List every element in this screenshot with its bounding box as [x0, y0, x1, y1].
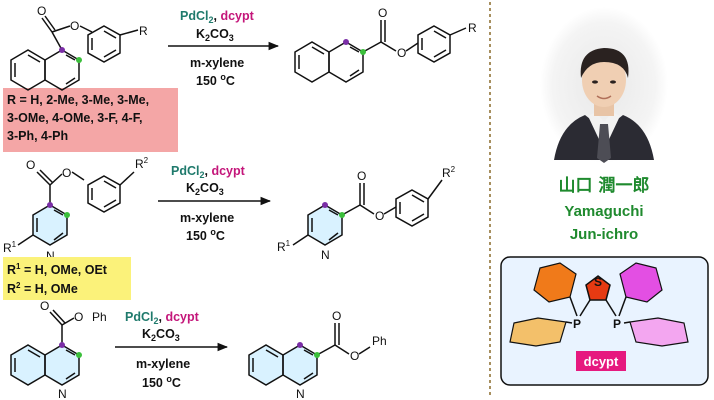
substrate-3-phenyl: Ph [92, 310, 107, 324]
ligand-box: S P P dcypt [500, 256, 709, 386]
product-2-purple-dot [322, 202, 328, 208]
substrate-2-r2: R2 [135, 156, 149, 171]
substrate-1-green-dot [76, 57, 82, 63]
person-name-family: Yamaguchi [564, 203, 643, 220]
scope-1-line-2: 3-OMe, 4-OMe, 3-F, 4-F, [7, 111, 142, 125]
scope-box-1 [3, 88, 178, 152]
bond-c-p-left [579, 299, 591, 317]
substrate-2-r1: R1 [3, 240, 17, 255]
scope-1-line-3: 3-Ph, 4-Ph [7, 129, 68, 143]
product-2-nitrogen: N [321, 248, 330, 262]
portrait-mouth [596, 95, 612, 100]
substrate-3-green-dot [76, 352, 82, 358]
bond-c-p-right [605, 299, 617, 317]
reaction-3: O O Ph N PdCl2, dcypt K2CO3 m-xylene 150… [10, 299, 387, 400]
product-2-green-dot [339, 212, 345, 218]
thiophene-ring [585, 275, 611, 301]
substrate-3-purple-dot [59, 342, 65, 348]
thiophene-sulfur: S [594, 275, 602, 289]
reaction-2: O O N R1 R2 R1 = H, OMe, OEt R2 = H, OMe… [3, 156, 456, 300]
cyclohexyl-pink [629, 317, 689, 347]
ligand-badge-label: dcypt [584, 354, 619, 369]
cyclohexyl-yellow [509, 317, 567, 347]
portrait-face [582, 53, 626, 107]
reaction-3-solvent: m-xylene [136, 357, 190, 371]
product-3-pyridine-fill [283, 345, 317, 385]
product-3-green-dot [314, 352, 320, 358]
product-3-carbonyl-o: O [332, 309, 341, 323]
portrait-left-eye [592, 80, 598, 84]
portrait [540, 7, 668, 163]
product-3-ester-o: O [350, 349, 359, 363]
substrate-1-structure [10, 15, 139, 91]
portrait-right-eye [610, 80, 616, 84]
substrate-1-purple-dot [59, 47, 65, 53]
product-1-r-group: R [468, 21, 477, 35]
product-1-ester-o: O [397, 46, 406, 60]
reaction-1: R = H, 2-Me, 3-Me, 3-Me, 3-OMe, 4-OMe, 3… [3, 4, 477, 152]
portrait-hair [580, 48, 629, 78]
reaction-1-catalyst: PdCl2, dcypt [180, 9, 255, 25]
substrate-2-ester-o: O [62, 166, 71, 180]
substrate-2-nitrogen: N [46, 249, 55, 263]
product-1-structure [294, 20, 467, 83]
product-3-phenyl: Ph [372, 334, 387, 348]
phosphorus-left: P [573, 317, 581, 331]
substrate-1-ester-o: O [70, 19, 79, 33]
substrate-3-nitrogen: N [58, 387, 67, 400]
product-2-pyridine-fill [308, 205, 342, 245]
substrate-3-ester-o: O [74, 310, 83, 324]
reaction-2-solvent: m-xylene [180, 211, 234, 225]
bond-p-cy-pink [623, 321, 631, 324]
product-3-benzo-fill [249, 345, 283, 385]
reaction-1-base: K2CO3 [196, 27, 234, 43]
phosphorus-right: P [613, 317, 621, 331]
scope-2-r1-list: R1 = H, OMe, OEt [7, 262, 108, 277]
product-2-r1: R1 [277, 239, 291, 254]
bond-p-cy-orange [569, 296, 578, 317]
product-2-ester-o: O [375, 209, 384, 223]
scope-1-line-1: R = H, 2-Me, 3-Me, 3-Me, [7, 93, 149, 107]
substrate-2-green-dot [64, 212, 70, 218]
bond-p-cy-magenta [618, 296, 627, 317]
reaction-3-temperature: 150 oC [142, 374, 181, 390]
substrate-1-carbonyl-o: O [37, 4, 46, 18]
reaction-3-catalyst: PdCl2, dcypt [125, 310, 200, 326]
reaction-1-temperature: 150 oC [196, 72, 235, 88]
substrate-2-pyridine-fill [33, 205, 67, 245]
reaction-2-catalyst: PdCl2, dcypt [171, 164, 246, 180]
reaction-2-base: K2CO3 [186, 181, 224, 197]
product-1-carbonyl-o: O [378, 6, 387, 20]
reaction-2-temperature: 150 oC [186, 227, 225, 243]
substrate-1-r-group: R [139, 24, 148, 38]
reaction-3-base: K2CO3 [142, 327, 180, 343]
substrate-2-purple-dot [47, 202, 53, 208]
product-1-green-dot [360, 49, 366, 55]
reaction-1-solvent: m-xylene [190, 56, 244, 70]
substrate-3-benzo-fill [11, 345, 45, 385]
scope-2-r2-list: R2 = H, OMe [7, 281, 78, 296]
product-1-purple-dot [343, 39, 349, 45]
portrait-tie [597, 124, 611, 163]
product-2-r2: R2 [442, 165, 456, 180]
substrate-3-pyridine-fill [45, 345, 79, 385]
bond-p-cy-yellow [565, 321, 573, 324]
substrate-2-carbonyl-o: O [26, 158, 35, 172]
person-name-given: Jun-ichro [570, 226, 638, 243]
scope-box-2 [3, 257, 131, 300]
product-2-carbonyl-o: O [357, 169, 366, 183]
substrate-3-carbonyl-o: O [40, 299, 49, 313]
product-3-nitrogen: N [296, 387, 305, 400]
person-name-japanese: 山口 潤一郎 [559, 175, 650, 196]
product-3-purple-dot [297, 342, 303, 348]
ligand-badge [576, 351, 626, 371]
